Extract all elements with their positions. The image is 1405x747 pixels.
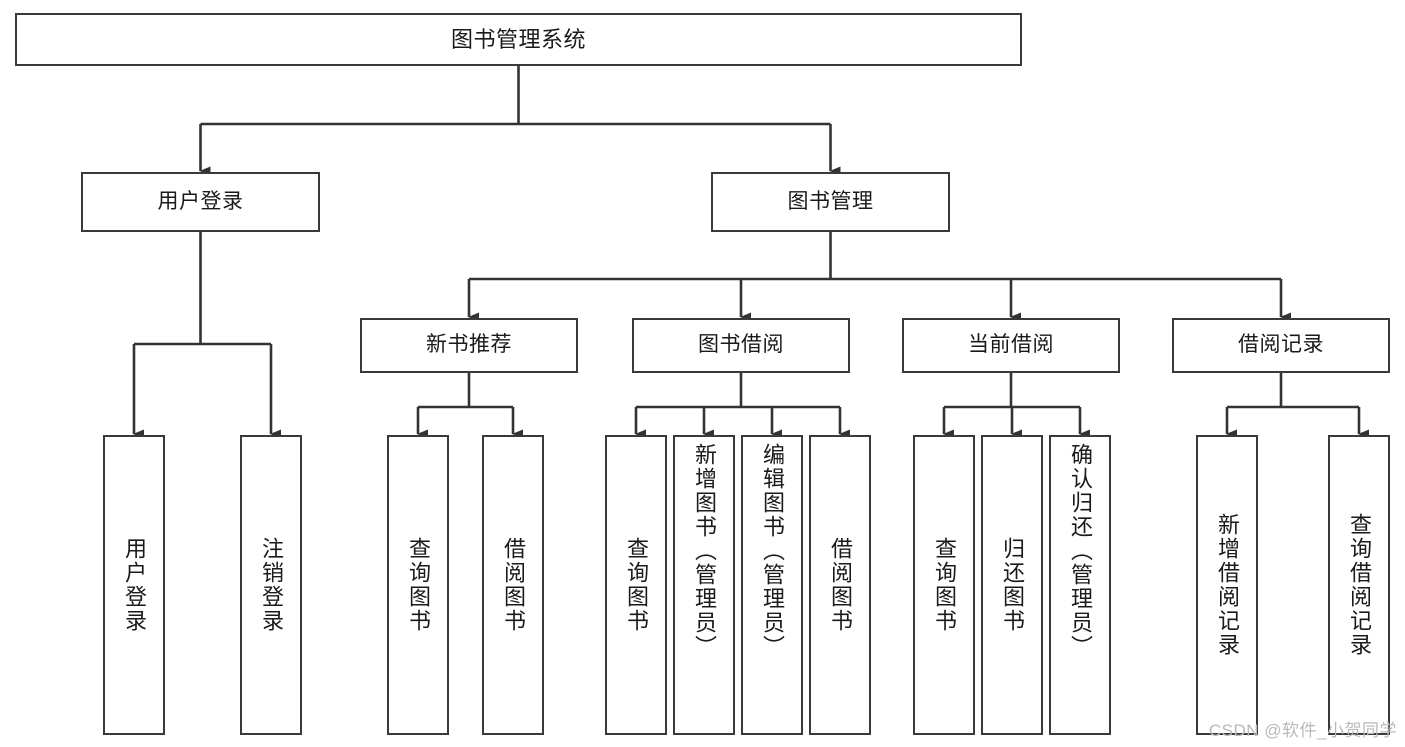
node-leaf-user-login[interactable]: 用户登录 — [103, 435, 165, 735]
node-label: 查询图书 — [405, 537, 431, 633]
node-leaf-borrow-book-2[interactable]: 借阅图书 — [809, 435, 871, 735]
node-label: 新书推荐 — [426, 333, 512, 357]
node-label: 借阅记录 — [1238, 333, 1324, 357]
node-label: 用户登录 — [121, 537, 147, 633]
node-leaf-query-record[interactable]: 查询借阅记录 — [1328, 435, 1390, 735]
node-label: 编辑图书（管理员） — [759, 443, 785, 659]
node-leaf-confirm-return[interactable]: 确认归还（管理员） — [1049, 435, 1111, 735]
node-label: 新增借阅记录 — [1214, 513, 1240, 657]
node-label: 查询图书 — [623, 537, 649, 633]
node-label: 借阅图书 — [500, 537, 526, 633]
node-label: 注销登录 — [258, 537, 284, 633]
node-leaf-logout[interactable]: 注销登录 — [240, 435, 302, 735]
node-leaf-query-book-1[interactable]: 查询图书 — [387, 435, 449, 735]
node-label: 借阅图书 — [827, 537, 853, 633]
node-label: 图书管理系统 — [450, 26, 586, 52]
node-leaf-query-book-3[interactable]: 查询图书 — [913, 435, 975, 735]
node-label: 查询图书 — [931, 537, 957, 633]
node-leaf-borrow-book-1[interactable]: 借阅图书 — [482, 435, 544, 735]
node-book-manage[interactable]: 图书管理 — [711, 172, 950, 232]
node-label: 新增图书（管理员） — [691, 443, 717, 659]
node-book-borrow[interactable]: 图书借阅 — [632, 318, 850, 373]
node-leaf-edit-book[interactable]: 编辑图书（管理员） — [741, 435, 803, 735]
node-label: 图书管理 — [787, 189, 874, 213]
node-label: 归还图书 — [999, 537, 1025, 633]
node-label: 确认归还（管理员） — [1067, 443, 1093, 659]
node-leaf-query-book-2[interactable]: 查询图书 — [605, 435, 667, 735]
node-label: 图书借阅 — [698, 333, 784, 357]
node-leaf-add-record[interactable]: 新增借阅记录 — [1196, 435, 1258, 735]
node-label: 当前借阅 — [968, 333, 1054, 357]
node-current-borrow[interactable]: 当前借阅 — [902, 318, 1120, 373]
node-new-book-recommend[interactable]: 新书推荐 — [360, 318, 578, 373]
node-leaf-add-book[interactable]: 新增图书（管理员） — [673, 435, 735, 735]
node-label: 查询借阅记录 — [1346, 513, 1372, 657]
node-root[interactable]: 图书管理系统 — [15, 13, 1022, 66]
node-user-login[interactable]: 用户登录 — [81, 172, 320, 232]
watermark-text: CSDN @软件_小贺同学 — [1208, 721, 1397, 740]
node-label: 用户登录 — [157, 189, 244, 213]
node-borrow-record[interactable]: 借阅记录 — [1172, 318, 1390, 373]
node-leaf-return-book[interactable]: 归还图书 — [981, 435, 1043, 735]
